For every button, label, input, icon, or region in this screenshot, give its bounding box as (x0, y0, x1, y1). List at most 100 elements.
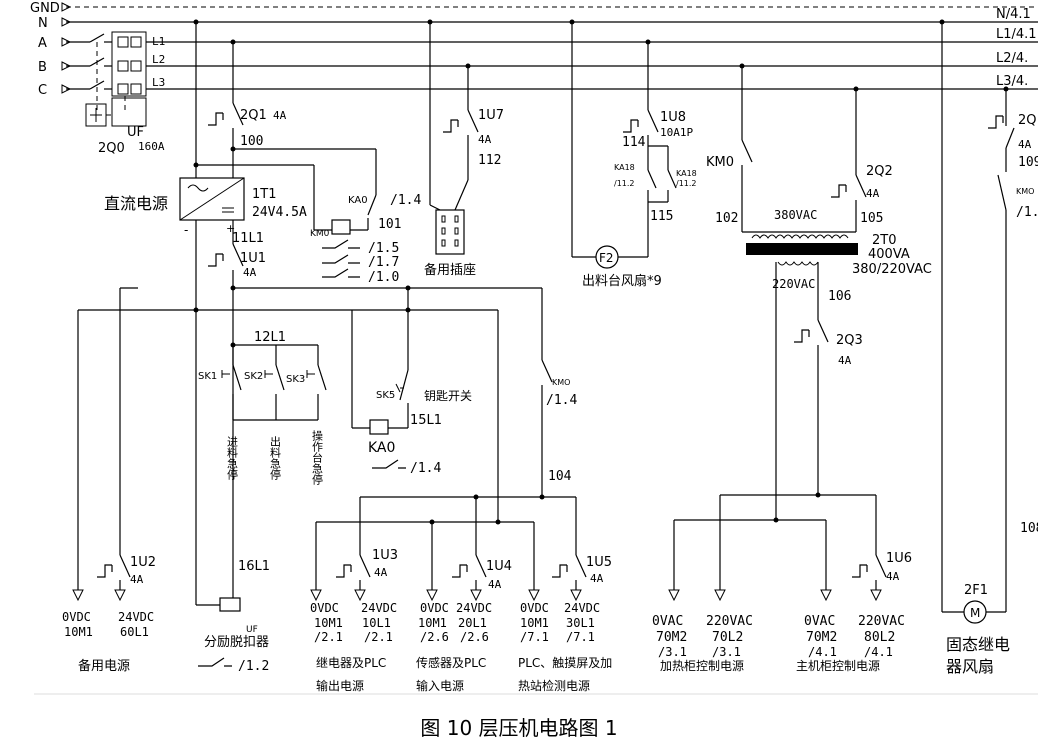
u2-label: 备用电源 (78, 658, 130, 674)
u5-ov: 0VDC (520, 601, 549, 615)
shunt-ref: /1.2 (238, 659, 269, 674)
q2q1-rating: 4A (273, 109, 287, 122)
fan-f2-label: F2 (599, 251, 614, 265)
u6-rating: 4A (886, 570, 900, 583)
ka18-left-ref: /11.2 (614, 179, 635, 188)
ref-10: /1.0 (368, 270, 399, 285)
wire-109: 109 (1018, 155, 1038, 170)
u3-ov: 0VDC (310, 601, 339, 615)
wire-102: 102 (715, 211, 738, 226)
fan-2f1-label-1: 固态继电 (946, 635, 1010, 654)
dc-supply-spec: 24V4.5A (252, 205, 307, 220)
ref-17: /1.7 (368, 255, 399, 270)
sk1-label: SK1 (198, 371, 217, 382)
breaker-l2-label: L2 (152, 53, 165, 66)
heat-ov-wire: 70M2 (656, 630, 687, 645)
ka0-coil-branch: KA0 /1.4 101 KM0 /1.5 /1.7 /1.0 (196, 148, 421, 285)
dc-supply-branch: 2Q1 4A 100 直流电源 1T1 24V4.5A - + 11L1 1U1… (104, 19, 307, 605)
right-q-name: 2Q (1018, 113, 1037, 128)
u2-24v: 24VDC (118, 610, 154, 624)
main-bus: GND N A B C N/4.1 L1/4.1 L2/4. L3/4. (30, 1, 1038, 98)
wire-104: 104 (548, 469, 572, 484)
heat-ov: 0VAC (652, 614, 683, 629)
u3-ov-wire: 10M1 (314, 616, 343, 630)
bus-gnd-label: GND (30, 1, 60, 16)
main-ov-wire: 70M2 (806, 630, 837, 645)
bus-n-ref: N/4.1 (996, 7, 1031, 22)
wire-108: 108 (1020, 521, 1038, 536)
fan-motor-m: M (970, 606, 980, 620)
circuit-diagram: GND N A B C N/4.1 L1/4.1 L2/4. L3/4. L1 … (30, 1, 1038, 695)
transformer-va: 400VA (868, 247, 910, 262)
u3-ov-ref: /2.1 (314, 630, 343, 644)
socket-label: 备用插座 (424, 262, 476, 278)
socket-branch-1u7: 1U7 4A 112 备用插座 (424, 19, 504, 278)
main-breaker-2q0: L1 L2 L3 UF 2Q0 160A (85, 31, 165, 156)
secondary-voltage: 220VAC (772, 277, 815, 291)
right-q-rating: 4A (1018, 138, 1032, 151)
u7-rating: 4A (478, 133, 492, 146)
wire-106: 106 (828, 289, 851, 304)
bus-a-label: A (38, 36, 47, 51)
dc-out-wire: 11L1 (232, 231, 264, 246)
sk3-label: SK3 (286, 374, 305, 385)
breaker-l1-label: L1 (152, 35, 165, 48)
u4-ov: 0VDC (420, 601, 449, 615)
heat-220v-ref: /3.1 (712, 645, 741, 659)
ka18-left: KA18 (614, 163, 635, 172)
km0-contact-ref: /1.4 (546, 393, 577, 408)
bus-l2-ref: L2/4. (996, 51, 1028, 66)
fan-2f1-label-2: 器风扇 (946, 657, 994, 676)
u4-ov-ref: /2.6 (420, 630, 449, 644)
transformer-ratio: 380/220VAC (852, 262, 932, 277)
wire-105: 105 (860, 211, 883, 226)
main-220v: 220VAC (858, 614, 905, 629)
u2-24v-wire: 60L1 (120, 625, 149, 639)
key-switch-label: 钥匙开关 (424, 389, 472, 403)
u5-label-2: 热站检测电源 (518, 678, 590, 693)
u4-24v-ref: /2.6 (460, 630, 489, 644)
u5-ov-wire: 10M1 (520, 616, 549, 630)
km0-main-label: KM0 (706, 155, 734, 170)
estop-feed-label: 进料急停 (226, 436, 239, 481)
u3-rating: 4A (374, 566, 388, 579)
main-220v-ref: /4.1 (864, 645, 893, 659)
main-ov: 0VAC (804, 614, 835, 629)
bus-n-label: N (38, 16, 48, 31)
q2q3-rating: 4A (838, 354, 852, 367)
dc-supply-plus: + (226, 222, 235, 235)
u3-label-2: 输出电源 (316, 678, 364, 693)
km0-contact-label: KMO (552, 378, 570, 387)
sk5-label: SK5 (376, 390, 395, 401)
wire-100: 100 (240, 134, 263, 149)
q2q1-name: 2Q1 (240, 108, 267, 123)
u5-rating: 4A (590, 572, 604, 585)
heat-ov-ref: /3.1 (658, 645, 687, 659)
bus-b-label: B (38, 60, 47, 75)
main-label: 主机柜控制电源 (796, 659, 880, 673)
km0-coil-label: KM0 (310, 229, 330, 239)
ka0-contact-ref: /1.4 (390, 193, 421, 208)
fan-2f1-name: 2F1 (964, 583, 988, 598)
u4-ov-wire: 10M1 (418, 616, 447, 630)
u1-rating: 4A (243, 266, 257, 279)
u4-24v-wire: 20L1 (458, 616, 487, 630)
u5-ov-ref: /7.1 (520, 630, 549, 644)
figure-caption: 图 10 层压机电路图 1 (420, 716, 618, 740)
bus-l1-ref: L1/4.1 (996, 27, 1037, 42)
right-km0-ref: /1. (1016, 205, 1038, 220)
u1-name: 1U1 (240, 251, 266, 266)
dc-supply-minus: - (184, 223, 188, 237)
u8-name: 1U8 (660, 110, 686, 125)
q2q3-name: 2Q3 (836, 333, 863, 348)
u4-label-1: 传感器及PLC (416, 655, 486, 670)
breaker-l3-label: L3 (152, 76, 165, 89)
heat-220v: 220VAC (706, 614, 753, 629)
ka0-contact-label: KA0 (348, 195, 368, 206)
dc-distribution: 1U2 4A 0VDC 10M1 24VDC 60L1 备用电源 12L1 SK… (62, 285, 612, 693)
sk2-label: SK2 (244, 371, 263, 382)
bus-c-label: C (38, 83, 47, 98)
u8-wire-in: 114 (622, 135, 646, 150)
u3-24v-ref: /2.1 (364, 630, 393, 644)
u4-name: 1U4 (486, 559, 512, 574)
